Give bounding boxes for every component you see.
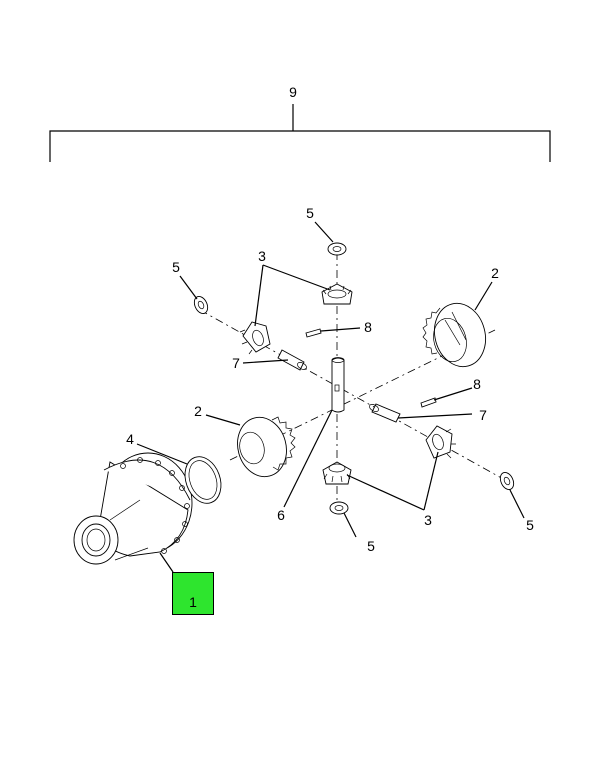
selected-part-label: 1 [189,594,197,610]
pin-right[interactable] [420,397,437,408]
pinion-gear-top[interactable] [321,283,353,305]
callout-8-right[interactable]: 8 [473,376,481,392]
washer-left[interactable] [192,294,210,315]
assembly-bracket [49,104,551,162]
pinion-gear-bottom[interactable] [322,461,352,485]
differential-case[interactable] [73,452,193,565]
callout-2-left[interactable]: 2 [194,403,202,419]
washer-right[interactable] [498,470,516,491]
callout-6[interactable]: 6 [277,507,285,523]
callout-3-top[interactable]: 3 [258,248,266,264]
selected-part-callout-1[interactable]: 1 [172,572,214,615]
leader-lines [136,221,525,573]
washer-top[interactable] [327,242,347,256]
pinion-gear-right[interactable] [425,425,456,459]
callout-4[interactable]: 4 [126,431,134,447]
short-shaft-left[interactable] [277,349,308,371]
pin-top[interactable] [305,328,322,338]
callout-3-bottom[interactable]: 3 [424,512,432,528]
callout-5-top[interactable]: 5 [306,205,314,221]
callout-2-right[interactable]: 2 [491,265,499,281]
callout-5-bottom[interactable]: 5 [367,538,375,554]
assembly-callout-9[interactable]: 9 [289,84,297,100]
cross-shaft[interactable] [331,357,345,413]
callout-5-left[interactable]: 5 [172,259,180,275]
thrust-washer[interactable] [179,452,227,509]
pinion-gear-left[interactable] [239,321,271,355]
side-gear-right[interactable] [422,298,492,373]
callout-5-right[interactable]: 5 [526,517,534,533]
short-shaft-right[interactable] [368,403,401,423]
washer-bottom[interactable] [329,501,349,515]
callout-8-top[interactable]: 8 [364,319,372,335]
side-gear-left[interactable] [231,412,296,482]
callout-7-left[interactable]: 7 [232,355,240,371]
callout-7-right[interactable]: 7 [479,407,487,423]
